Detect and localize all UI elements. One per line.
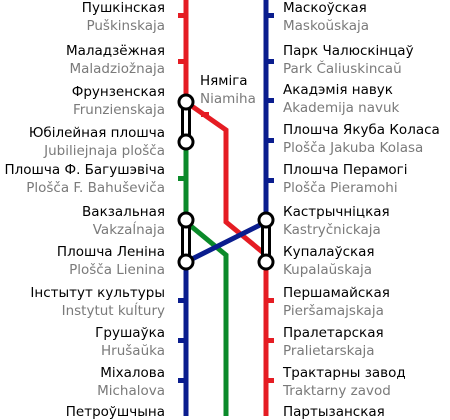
station-name-latin: Traktarny zavod <box>283 382 391 399</box>
station-pushkinskaja: Пушкінская Puškinskaja <box>81 0 165 34</box>
station-name-latin: Michalova <box>97 382 165 399</box>
station-kastrycnickaja: Кастрычніцкая Kastryčnickaja <box>283 204 390 238</box>
station-piatrouscyna: Петроўшчына <box>65 404 165 420</box>
station-name-latin: Pieršamajskaja <box>283 302 384 319</box>
station-name-latin: Plošča Jakuba Kolasa <box>283 139 424 156</box>
tick-maladzeznaja <box>178 59 186 64</box>
station-name-latin: Vakzaĺnaja <box>92 221 165 238</box>
station-maskouskaja: Маскоўская Maskoŭskaja <box>283 0 370 34</box>
tick-pralietarskaja <box>266 338 274 343</box>
station-name: Маскоўская <box>283 0 367 16</box>
tick-pieramohi <box>266 178 274 183</box>
station-name-latin: Instytut kuĺtury <box>61 302 165 319</box>
station-bahusevica: Плошча Ф. Багушэвіча Plošča F. Bahuševič… <box>4 162 165 196</box>
station-name: Першамайская <box>283 285 390 301</box>
station-jubiliejnaja: Юбілейная плошча Jubiliejnaja plošča <box>28 125 165 159</box>
station-name: Маладзёжная <box>65 43 165 59</box>
tick-park <box>266 59 274 64</box>
station-kupalauskaja: Купалаўская Kupalaŭskaja <box>283 244 375 278</box>
tick-niamiha <box>201 112 209 117</box>
station-akademija: Акадэмія навук Akademija navuk <box>283 82 400 116</box>
station-maladzeznaja: Маладзёжная Maladziožnaja <box>65 43 165 77</box>
station-name-latin: Maladziožnaja <box>69 60 165 77</box>
station-vakzalnaja: Вакзальная Vakzaĺnaja <box>82 204 165 238</box>
station-name: Кастрычніцкая <box>283 204 390 220</box>
station-michalova: Міхалова Michalova <box>97 365 165 399</box>
tick-instytut <box>178 298 186 303</box>
station-name: Фрунзенская <box>71 84 165 100</box>
tick-bahusevica <box>178 176 186 181</box>
station-niamiha: Няміга Niamiha <box>200 73 256 107</box>
interchange-vakzalnaja-lienina <box>177 211 195 271</box>
station-name: Акадэмія навук <box>283 82 393 98</box>
station-lienina: Плошча Леніна Plošča Lienina <box>56 244 165 278</box>
station-name-latin: Puškinskaja <box>86 17 165 34</box>
tick-michalova <box>178 378 186 383</box>
tick-traktarny <box>266 378 274 383</box>
tick-kolasa <box>266 138 274 143</box>
station-name-latin: Park Čaliuskincaŭ <box>283 60 402 77</box>
station-name: Плошча Перамогі <box>283 162 408 178</box>
station-pralietarskaja: Пралетарская Pralietarskaja <box>283 325 384 359</box>
station-name-latin: Plošča F. Bahuševiča <box>26 179 165 196</box>
station-instytut: Інстытут культуры Instytut kuĺtury <box>30 285 165 319</box>
station-name: Партызанская <box>283 404 385 420</box>
station-name: Парк Чалюскінцаў <box>283 43 414 59</box>
station-name: Інстытут культуры <box>30 285 165 301</box>
tick-hrusauka <box>178 338 186 343</box>
green-line-lower <box>184 220 229 416</box>
interchange-frunzienskaja-jubiliejnaja <box>177 93 195 151</box>
station-piersamajskaja: Першамайская Pieršamajskaja <box>283 285 390 319</box>
station-name-latin: Kupalaŭskaja <box>283 261 373 278</box>
station-name: Міхалова <box>100 365 165 381</box>
station-name-latin: Akademija navuk <box>283 99 400 116</box>
station-name: Петроўшчына <box>65 404 165 420</box>
station-hrusauka: Грушаўка Hrušaŭka <box>95 325 165 359</box>
station-name: Няміга <box>200 73 248 89</box>
station-kolasa: Плошча Якуба Коласа Plošča Jakuba Kolasa <box>283 122 440 156</box>
station-name-latin: Hrušaŭka <box>101 342 165 359</box>
station-name: Пралетарская <box>283 325 384 341</box>
station-name-latin: Kastryčnickaja <box>283 221 381 238</box>
station-name: Купалаўская <box>283 244 375 260</box>
station-name-latin: Maskoŭskaja <box>283 17 370 34</box>
tick-pushkinskaja <box>178 13 186 18</box>
station-name: Грушаўка <box>95 325 165 341</box>
station-name-latin: Niamiha <box>200 90 256 107</box>
station-name-latin: Pralietarskaja <box>283 342 375 359</box>
station-name: Пушкінская <box>81 0 165 16</box>
station-park-caliuskincau: Парк Чалюскінцаў Park Čaliuskincaŭ <box>283 43 414 77</box>
station-name-latin: Frunzienskaja <box>72 101 165 118</box>
station-name: Плошча Ф. Багушэвіча <box>4 162 165 178</box>
station-partyzanskaja: Партызанская <box>283 404 385 420</box>
station-name-latin: Jubiliejnaja plošča <box>44 142 165 159</box>
station-name: Плошча Леніна <box>56 244 165 260</box>
station-pieramohi: Плошча Перамогі Plošča Pieramohi <box>283 162 408 196</box>
station-name: Юбілейная плошча <box>28 125 165 141</box>
station-name: Трактарны завод <box>283 365 406 381</box>
tick-maskouskaja <box>266 13 274 18</box>
tick-piersamajskaja <box>266 298 274 303</box>
station-name-latin: Plošča Pieramohi <box>283 179 398 196</box>
station-traktarny-zavod: Трактарны завод Traktarny zavod <box>283 365 406 399</box>
tick-akademija <box>266 98 274 103</box>
red-line-right <box>184 99 269 416</box>
station-name: Плошча Якуба Коласа <box>283 122 440 138</box>
station-name-latin: Plošča Lienina <box>69 261 165 278</box>
station-frunzienskaja: Фрунзенская Frunzienskaja <box>71 84 165 118</box>
station-name: Вакзальная <box>82 204 165 220</box>
interchange-kastrycnickaja-kupalauskaja <box>257 211 275 271</box>
